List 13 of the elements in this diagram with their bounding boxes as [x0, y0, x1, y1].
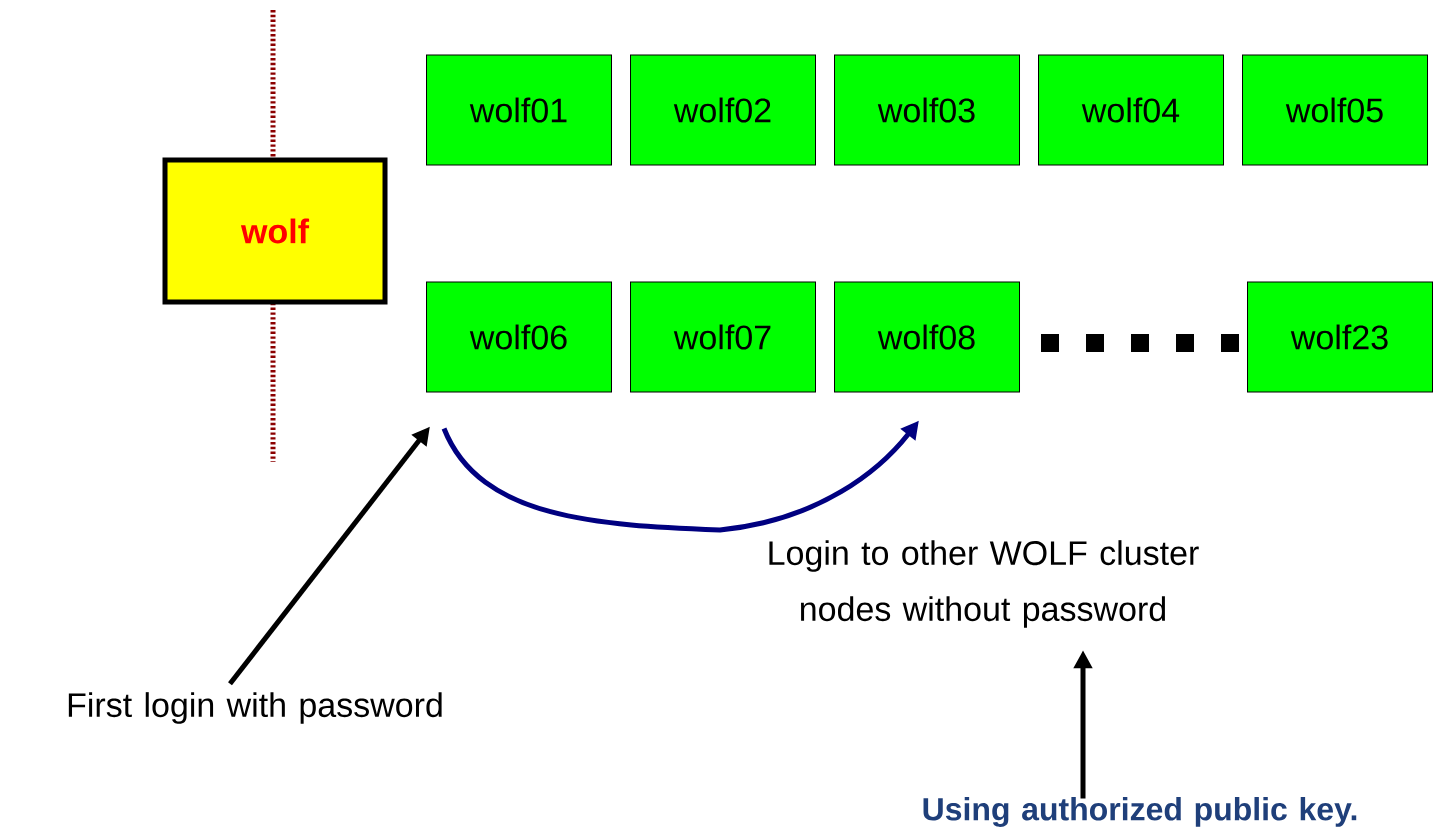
cluster-node-box: wolf03 [834, 54, 1020, 166]
cluster-node-box: wolf05 [1242, 54, 1428, 166]
cluster-node-box: wolf01 [426, 54, 612, 166]
cluster-node-box: wolf04 [1038, 54, 1224, 166]
cluster-node-box: wolf23 [1247, 281, 1433, 393]
server-box: wolf [162, 157, 388, 305]
cluster-node-box: wolf06 [426, 281, 612, 393]
cluster-node-box: wolf07 [630, 281, 816, 393]
annotation-text: Using authorized public key. [923, 797, 1357, 827]
cluster-node-box: wolf02 [630, 54, 816, 166]
annotation-text: Login to other WOLF cluster nodes without password [769, 540, 1199, 628]
cluster-node-box: wolf08 [834, 281, 1020, 393]
annotation-text: First login with password [68, 692, 442, 724]
